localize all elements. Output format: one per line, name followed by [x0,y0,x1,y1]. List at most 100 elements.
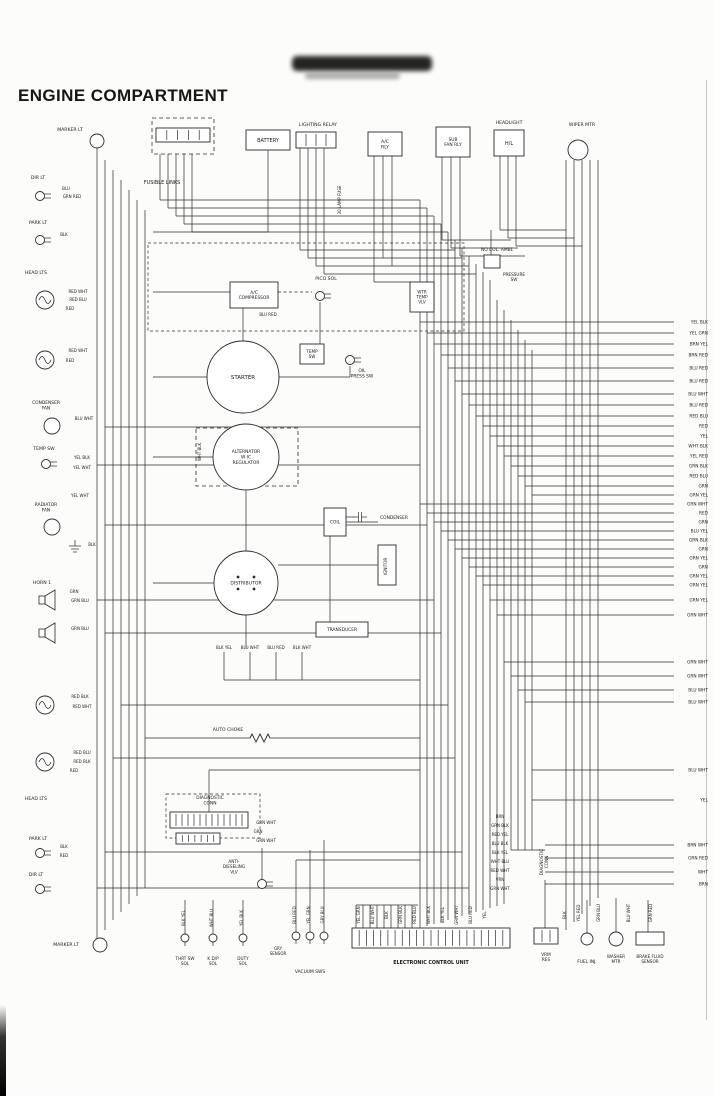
head-lts-top-label: HEAD LTS [25,270,47,276]
park-lt-bottom [35,848,45,858]
right-wire-label: GRN YEL [689,556,708,562]
vrm-res [533,927,559,945]
diagram-item: YEL [482,911,487,920]
diagram-item: GRN WHT [256,838,276,843]
diagram-item: RED WHT [68,289,88,294]
condenser-label: CONDENSER [380,515,408,521]
diagram-item: BLK YEL [216,645,233,650]
headlight-hl [493,129,525,157]
horn-2 [38,628,46,638]
diagram-item: YEL GRN [306,906,311,924]
vacuum-sws-label: VACUUM SWS [295,969,325,975]
diagram-item: BLU WHT [241,645,260,650]
right-wire-label: GRN YEL [689,574,708,580]
condenser-fan [43,417,61,435]
diagram-item: BLK [562,911,567,919]
right-wire-label: RED [699,511,709,517]
ignitor-label: IGNITOR [383,558,388,576]
distributor-contact [236,575,240,579]
pico-sol-label: PICO SOL [315,276,337,282]
dir-lt-bottom [35,884,45,894]
starter-label: STARTER [231,375,255,381]
diagram-item: BLU WHT [75,416,94,421]
washer-mtr [608,931,624,947]
diagram-item: BLU RED [267,645,284,650]
marker-lt-top [89,133,105,149]
diagram-item: WHT BLU [209,909,214,927]
ac-compressor [229,281,279,309]
no-col-ambl [483,254,501,269]
diagram-item: RED [60,853,68,858]
diagram-item: YEL BLK [239,910,244,927]
right-wire-label: YEL GRN [688,331,708,337]
right-wire-label: BLU WHT [688,688,708,694]
diagram-item: BLK [88,542,96,547]
right-wire-label: RED [699,424,709,430]
diagram-item: RED WHT [490,868,510,873]
diagram-item: YEL RED [576,905,581,923]
duty-sol-conn [238,933,248,943]
distributor-contact [236,587,240,591]
page-title: ENGINE COMPARTMENT [18,86,228,105]
right-wire-label: GRN WHT [687,674,708,680]
lamp-fuse-label: 30 LAMP FUSE [337,185,342,214]
diagram-item: BLK WHT [293,645,312,650]
right-wire-label: BLU YEL [691,529,709,535]
oil-press-sw [345,355,355,365]
diagram-item: BLK YEL [492,850,509,855]
ignitor [377,544,397,586]
right-wire-label: GRN [698,520,708,526]
right-wire-label: GRN [698,484,708,490]
diagram-item: GRN RED [648,904,653,923]
sub-fan-relay [435,126,471,158]
right-wire-label: BRN [699,882,708,888]
diagram-item: RED BLU [412,906,417,923]
head-lamp-1-filament [38,296,52,304]
right-wire-label: YEL BLK [690,320,708,326]
right-wire-label: GRN [698,547,708,553]
diagram-item: BLU RED [292,906,297,923]
transducer [315,621,369,638]
diagram-item: BLK [60,844,68,849]
auto-choke [249,732,271,744]
right-wire-label: BLU RED [689,403,708,409]
right-wire-label: GRN WHT [687,660,708,666]
right-wire-label: BRN WHT [687,843,708,849]
wiper-mtr [567,139,589,161]
diagram-item: BRN [496,814,505,819]
right-wire-label: BLU WHT [688,768,708,774]
alternator [212,423,280,491]
fuel-inj-label: FUEL INJ. [577,959,597,965]
scan-ink-artifact [0,1005,6,1096]
diagram-item: YEL WHT [72,465,91,470]
right-wire-label: GRN YEL [689,598,708,604]
coil [323,507,347,537]
diagram-item: WHT BLU [491,859,509,864]
distributor-label: DISTRIBUTOR [230,581,262,587]
page-edge-line [706,80,707,1020]
right-wire-label: YEL [699,434,708,440]
park-lt-top [35,235,45,245]
marker-lt-bottom [92,937,108,953]
auto-choke-label: AUTO CHOKE [213,727,244,733]
distributor-contact [252,575,256,579]
horn-1-bell [44,589,56,611]
temp-sw-2 [299,343,325,365]
wiper-mtr-label: WIPER MTR [569,122,596,128]
right-wire-label: GRN [698,565,708,571]
lighting-relay-label: LIGHTING RELAY [299,122,337,128]
